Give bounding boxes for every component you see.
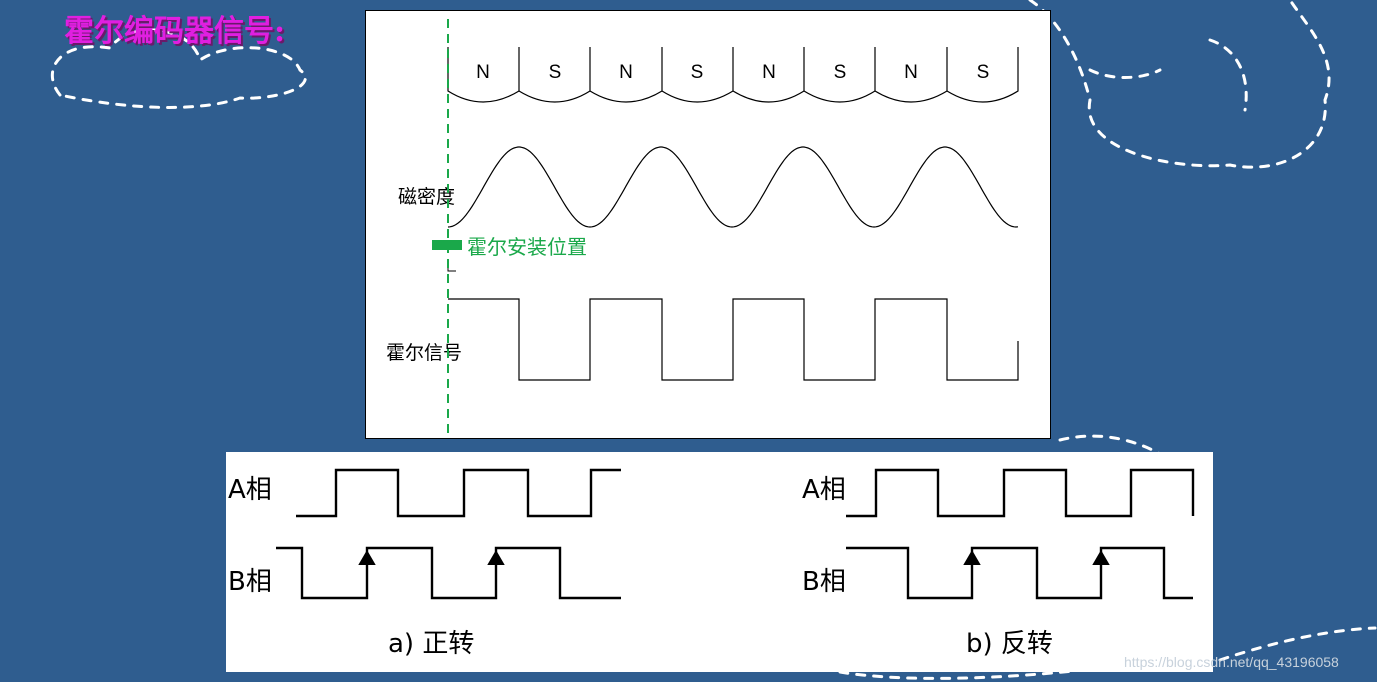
reverse-caption: b) 反转 xyxy=(966,629,1053,659)
pole-label: S xyxy=(977,62,990,83)
cloud-top-left xyxy=(50,28,307,109)
forward-phase-b-label: B相 xyxy=(228,567,272,597)
forward-caption: a) 正转 xyxy=(388,629,474,659)
reverse-phase-b-label: B相 xyxy=(802,567,846,597)
pole-label: S xyxy=(549,62,562,83)
pole-label: N xyxy=(904,62,918,83)
forward-edge-arrow xyxy=(487,550,505,582)
cloud-bottom-mid xyxy=(838,666,1102,680)
cloud-top-right xyxy=(1028,0,1331,169)
reverse-edge-arrow xyxy=(1092,550,1110,582)
hall-principle-diagram: N S N S N S N S 磁密度 霍尔安装位置 霍尔信号 xyxy=(386,19,1019,436)
hall-signal-wave xyxy=(448,298,1019,381)
reverse-edge-arrow xyxy=(963,550,981,582)
magnet-poles xyxy=(447,47,1019,103)
pole-label: S xyxy=(691,62,704,83)
pole-label: N xyxy=(762,62,776,83)
hall-position-label: 霍尔安装位置 xyxy=(467,235,587,259)
flux-density-label: 磁密度 xyxy=(398,186,455,208)
forward-edge-arrow xyxy=(358,550,376,582)
forward-phase-a-wave xyxy=(296,468,621,518)
pole-label: S xyxy=(834,62,847,83)
hall-principle-panel: N S N S N S N S 磁密度 霍尔安装位置 霍尔信号 xyxy=(365,10,1051,439)
quadrature-direction-panel: A相 B相 A相 B相 a) 正转 b) 反转 xyxy=(226,452,1213,672)
cloud-top-right-inner2 xyxy=(1088,68,1162,79)
watermark: https://blog.csdn.net/qq_43196058 xyxy=(1124,654,1339,670)
flux-density-wave xyxy=(447,146,1019,228)
cloud-top-right-inner xyxy=(1208,38,1248,112)
cloud-bottom-right2 xyxy=(1218,626,1377,662)
pole-label: N xyxy=(476,62,490,83)
reverse-phase-a-wave xyxy=(846,468,1195,518)
hall-sensor-bracket xyxy=(447,259,456,272)
forward-phase-b-wave xyxy=(276,546,621,600)
reverse-phase-b-wave xyxy=(846,546,1193,600)
reverse-phase-a-label: A相 xyxy=(802,475,846,505)
hall-signal-label: 霍尔信号 xyxy=(386,342,462,364)
pole-label: N xyxy=(619,62,633,83)
quadrature-direction-diagram: A相 B相 A相 B相 a) 正转 b) 反转 xyxy=(228,468,1195,659)
forward-phase-a-label: A相 xyxy=(228,475,272,505)
slide-title: 霍尔编码器信号: xyxy=(64,14,286,49)
